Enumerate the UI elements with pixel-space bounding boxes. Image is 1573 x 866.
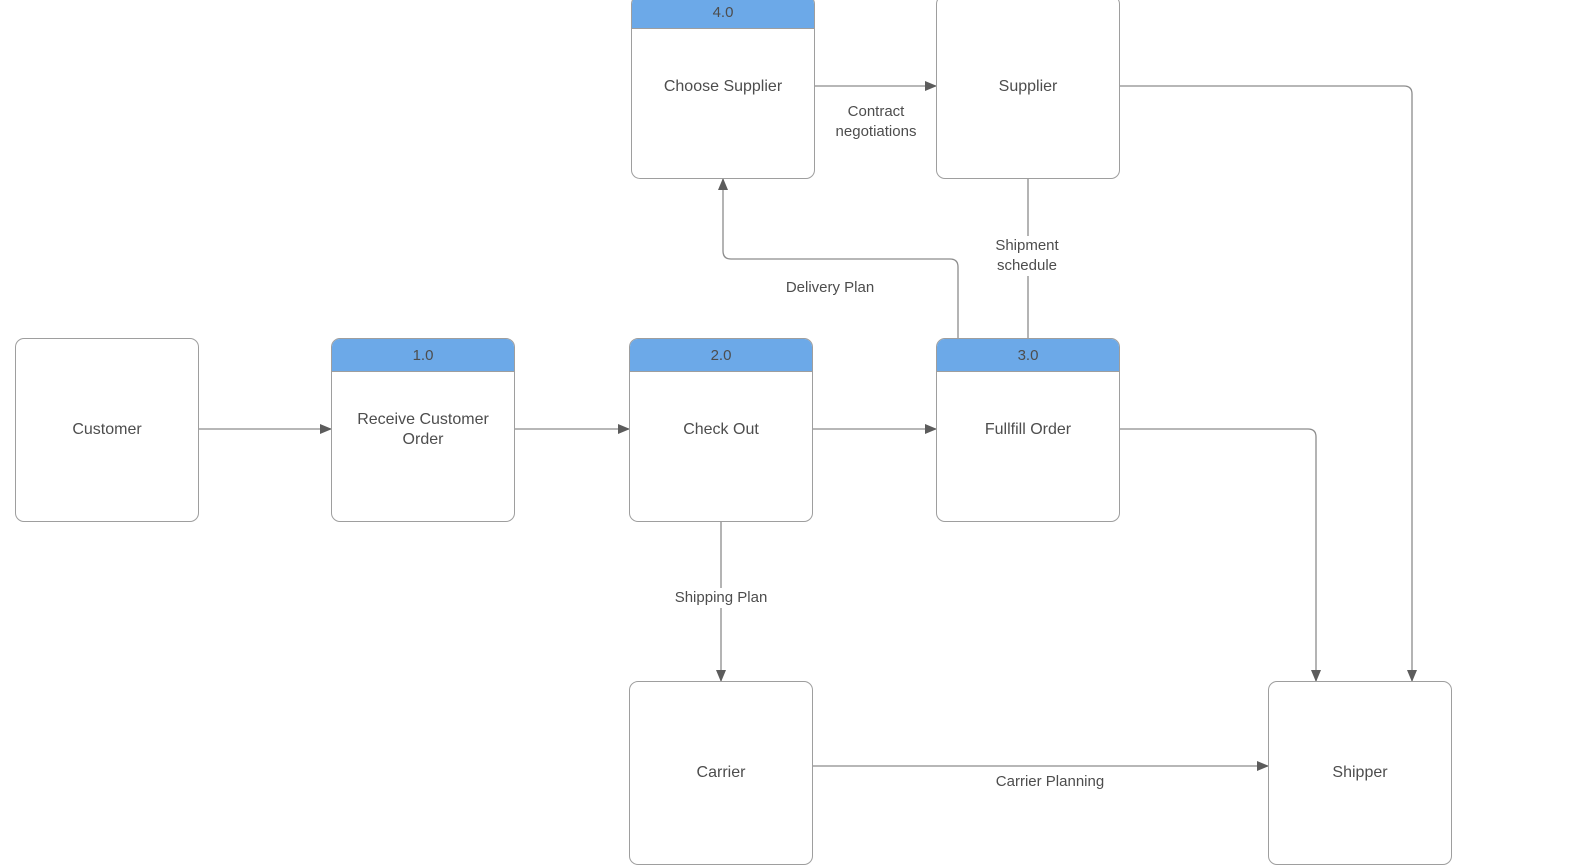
node-label: Receive Customer Order xyxy=(357,411,489,448)
process-number-header: 2.0 xyxy=(630,339,812,372)
node-label: Fullfill Order xyxy=(984,421,1072,438)
flow-label-carrier-planning[interactable]: Carrier Planning xyxy=(992,772,1108,792)
process-number-header: 4.0 xyxy=(632,0,814,29)
process-number-header: 3.0 xyxy=(937,339,1119,372)
process-node-fulfill-order[interactable]: Fullfill Order 3.0 xyxy=(936,338,1120,522)
flow-fulfill-order-to-shipper[interactable] xyxy=(1120,428,1321,682)
entity-node-customer[interactable]: Customer xyxy=(15,338,199,522)
process-number: 2.0 xyxy=(710,346,732,364)
flow-delivery-plan[interactable] xyxy=(718,178,959,338)
process-node-choose-supplier[interactable]: Choose Supplier 4.0 xyxy=(631,0,815,179)
entity-node-shipper[interactable]: Shipper xyxy=(1268,681,1452,865)
flow-label-delivery-plan[interactable]: Delivery Plan xyxy=(782,278,878,298)
flow-label-contract-negotiations[interactable]: Contract negotiations xyxy=(820,102,932,142)
process-number: 4.0 xyxy=(712,3,734,21)
process-number-header: 1.0 xyxy=(332,339,514,372)
node-label: Shipper xyxy=(1332,764,1388,781)
flow-label-shipment-schedule[interactable]: Shipment schedule xyxy=(981,236,1073,276)
node-label: Choose Supplier xyxy=(663,78,783,95)
node-label: Supplier xyxy=(998,78,1058,95)
node-label: Carrier xyxy=(696,764,746,781)
process-node-check-out[interactable]: Check Out 2.0 xyxy=(629,338,813,522)
entity-node-supplier[interactable]: Supplier xyxy=(936,0,1120,179)
process-node-receive-customer-order[interactable]: Receive Customer Order 1.0 xyxy=(331,338,515,522)
process-number: 3.0 xyxy=(1017,346,1039,364)
entity-node-carrier[interactable]: Carrier xyxy=(629,681,813,865)
process-number: 1.0 xyxy=(412,346,434,364)
node-label: Customer xyxy=(72,421,142,438)
flow-label-shipping-plan[interactable]: Shipping Plan xyxy=(671,588,771,608)
flow-supplier-to-shipper[interactable] xyxy=(1120,85,1417,682)
node-label: Check Out xyxy=(683,421,759,438)
